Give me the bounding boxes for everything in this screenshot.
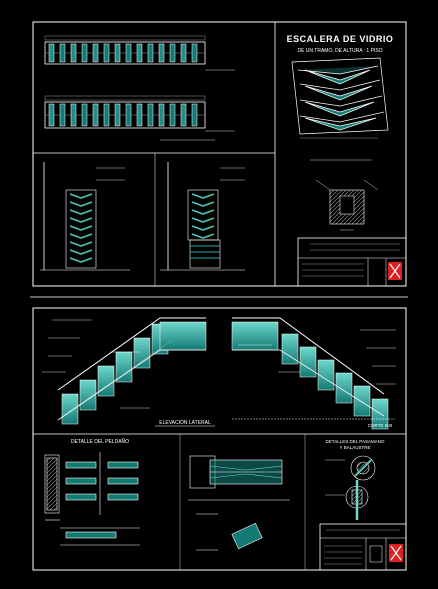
handrail-baluster-detail — [325, 455, 376, 520]
glass-panel — [317, 359, 335, 391]
glass-panel — [371, 398, 389, 430]
stair-tread — [136, 43, 143, 63]
sheet-1-title-block — [297, 237, 407, 287]
stair-tread — [191, 103, 198, 127]
stair-tread — [180, 43, 187, 63]
glass-panel — [335, 372, 353, 404]
step-profile — [69, 209, 93, 215]
step-profile — [191, 209, 215, 215]
step-profile — [69, 233, 93, 239]
stair-tread — [147, 103, 154, 127]
stair-tread — [103, 103, 110, 127]
glass-panel — [61, 393, 79, 425]
stair-side-elevation — [42, 317, 207, 425]
glass-panel — [353, 385, 371, 417]
step-profile — [191, 217, 215, 223]
handrail-detail-label-2: Y BALAUSTRE — [340, 445, 371, 450]
stringer — [232, 349, 385, 417]
stair-tread — [158, 43, 165, 63]
stair-tread — [81, 43, 88, 63]
step-profile — [69, 257, 93, 263]
stair-isometric-view — [291, 57, 389, 139]
stringer — [57, 349, 206, 421]
step-profile — [69, 217, 93, 223]
sheet-1-border — [32, 21, 407, 287]
glass-panel — [97, 365, 115, 397]
step-profile — [69, 193, 93, 199]
glass-panel — [231, 321, 279, 351]
stair-section-left — [40, 162, 130, 271]
stair-tread — [103, 43, 110, 63]
glass-panel — [79, 379, 97, 411]
step-profile — [69, 249, 93, 255]
step-profile — [191, 193, 215, 199]
stair-tread — [136, 103, 143, 127]
step-profile — [191, 225, 215, 231]
step-profile — [69, 225, 93, 231]
step-detail — [44, 452, 140, 546]
step-profile — [69, 201, 93, 207]
stair-tread — [92, 43, 99, 63]
stair-section-right — [160, 162, 245, 271]
glass-panel — [299, 346, 317, 378]
stair-section-bb — [231, 317, 396, 430]
sheet-1: ESCALERA DE VIDRIO DE UN TRAMO, DE ALTUR… — [32, 21, 407, 287]
sheet-2-border — [32, 307, 407, 571]
stair-plan-bottom — [44, 95, 235, 141]
handrail-detail-label-1: DETALLES DEL PASAMANO — [326, 439, 385, 444]
sheet-1-title: ESCALERA DE VIDRIO — [287, 34, 394, 44]
stair-tread — [114, 43, 121, 63]
handrail — [232, 317, 385, 395]
handrail — [57, 317, 206, 391]
stair-tread — [158, 103, 165, 127]
elevation-label: ELEVACIÓN LATERAL — [159, 419, 211, 426]
stair-tread — [81, 103, 88, 127]
step-profile — [191, 233, 215, 239]
section-label: CORTE B-B — [368, 423, 392, 428]
stair-tread — [48, 103, 55, 127]
sheet-2: ELEVACIÓN LATERAL CORTE B-B DETALLE DEL … — [32, 307, 407, 571]
stair-tread — [169, 43, 176, 63]
step-detail-label: DETALLE DEL PELDAÑO — [71, 438, 129, 445]
stair-tread — [59, 43, 66, 63]
stair-tread — [147, 43, 154, 63]
stair-tread — [125, 43, 132, 63]
sheet-2-title-block — [319, 523, 407, 571]
stair-tread — [59, 103, 66, 127]
stair-tread — [48, 43, 55, 63]
stair-tread — [70, 43, 77, 63]
stair-tread — [169, 103, 176, 127]
stair-tread — [92, 103, 99, 127]
glass-panel — [133, 337, 151, 369]
glass-panel — [281, 333, 299, 365]
sheet-1-subtitle: DE UN TRAMO, DE ALTURA : 1 PISO — [297, 48, 382, 54]
stair-tread — [191, 43, 198, 63]
step-profile — [191, 201, 215, 207]
stair-plan-top — [44, 35, 235, 71]
stair-tread — [125, 103, 132, 127]
anchor-detail — [310, 159, 379, 231]
stair-tread — [114, 103, 121, 127]
stair-tread — [180, 103, 187, 127]
step-profile — [69, 241, 93, 247]
handrail-connection-detail — [188, 455, 290, 551]
glass-panel — [159, 321, 207, 351]
stair-tread — [70, 103, 77, 127]
